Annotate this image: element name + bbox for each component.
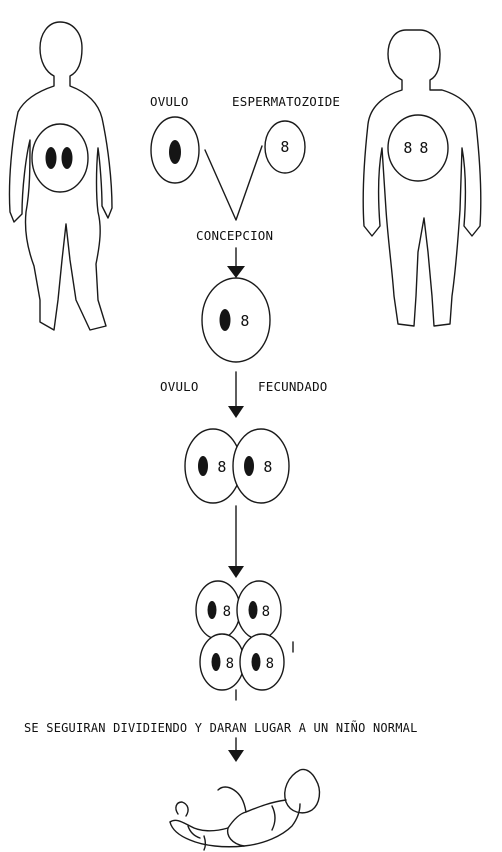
female-chromosome-2 bbox=[62, 147, 73, 169]
svg-text:8: 8 bbox=[266, 656, 275, 672]
baby-figure bbox=[170, 769, 319, 850]
female-figure bbox=[9, 22, 112, 330]
four-cell-stage: 8 8 8 8 bbox=[196, 581, 284, 690]
male-figure: 8 8 bbox=[363, 30, 481, 326]
svg-text:8: 8 bbox=[280, 138, 289, 156]
svg-text:8: 8 bbox=[263, 458, 272, 476]
ovulo-fecundado-label-right: FECUNDADO bbox=[258, 379, 328, 394]
arrow-to-two-cell bbox=[228, 372, 244, 418]
espermatozoide-label: ESPERMATOZOIDE bbox=[232, 94, 340, 109]
svg-text:8: 8 bbox=[223, 604, 232, 620]
ovum-cell bbox=[151, 117, 199, 183]
arrow-to-zygote bbox=[227, 248, 245, 278]
conception-lines bbox=[205, 146, 262, 220]
conclusion-label: SE SEGUIRAN DIVIDIENDO Y DARAN LUGAR A U… bbox=[24, 720, 418, 735]
svg-text:8: 8 bbox=[240, 312, 249, 330]
female-chromosome-1 bbox=[46, 147, 57, 169]
two-cell-stage: 8 8 bbox=[185, 429, 289, 503]
female-ovary-cell bbox=[32, 124, 88, 192]
sperm-cell: 8 bbox=[265, 121, 305, 173]
svg-text:8: 8 bbox=[226, 656, 235, 672]
ovulo-fecundado-label-left: OVULO bbox=[160, 379, 199, 394]
ovulo-label: OVULO bbox=[150, 94, 189, 109]
male-chromosome-2: 8 bbox=[419, 139, 428, 157]
male-chromosome-1: 8 bbox=[403, 139, 412, 157]
concepcion-label: CONCEPCION bbox=[196, 228, 273, 243]
arrow-to-four-cell bbox=[228, 506, 244, 578]
zygote-cell: 8 bbox=[202, 278, 270, 362]
svg-text:8: 8 bbox=[217, 458, 226, 476]
arrow-to-baby bbox=[228, 738, 244, 762]
male-testis-cell bbox=[388, 115, 448, 181]
svg-text:8: 8 bbox=[262, 604, 271, 620]
